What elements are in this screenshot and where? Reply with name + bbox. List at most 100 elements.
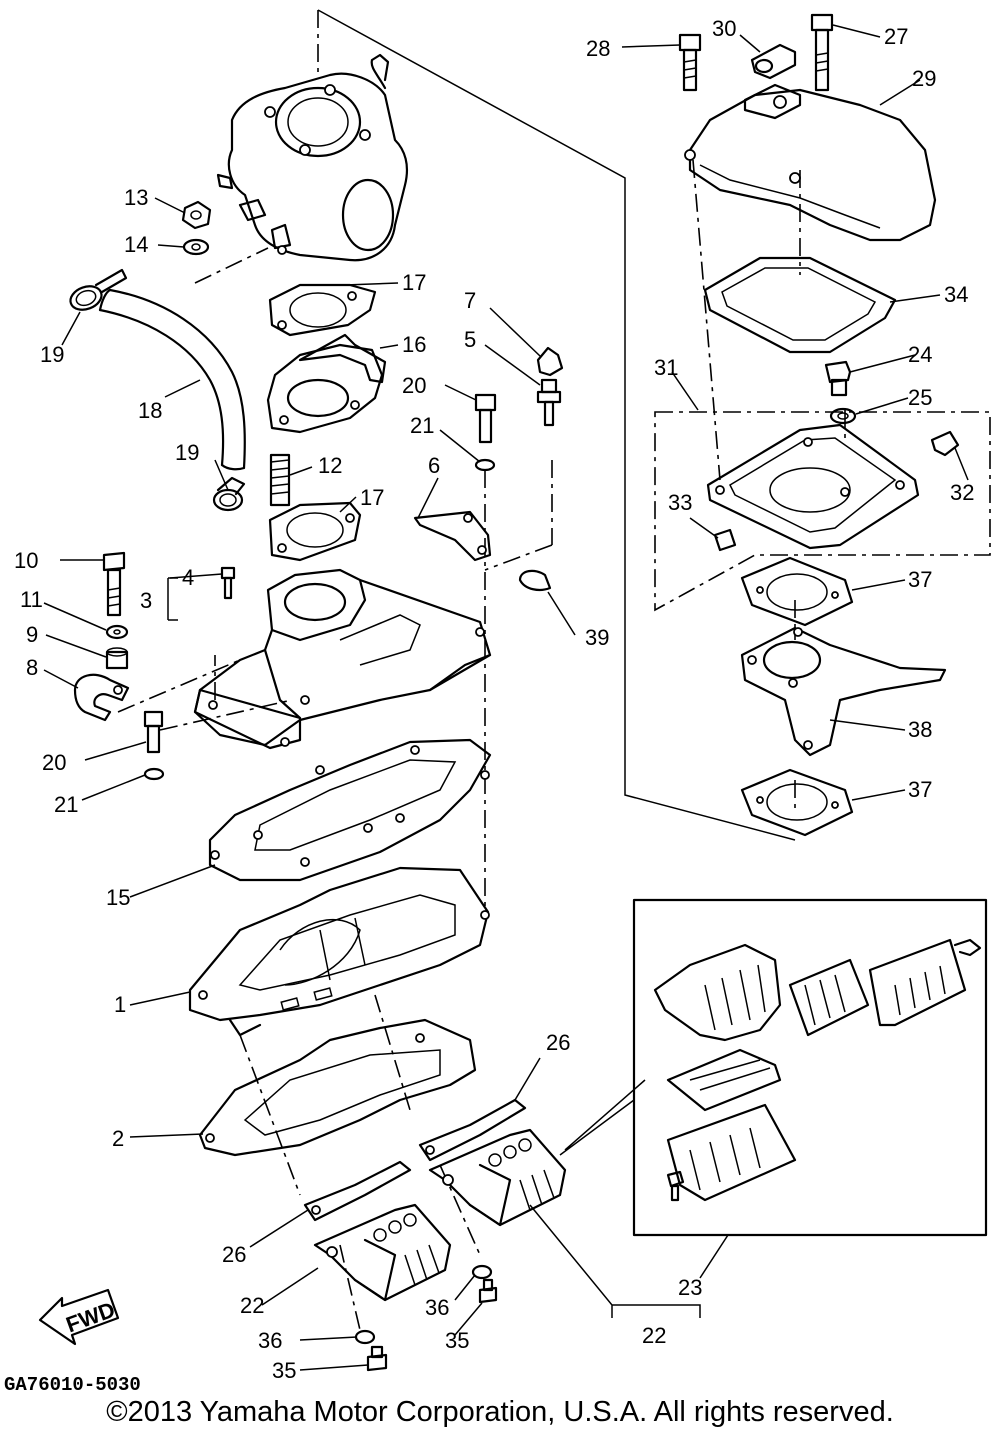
fitting-32 [930,430,960,457]
callout-18: 18 [138,398,162,423]
callout-25: 25 [908,385,932,410]
gasket-37-upper [740,556,854,627]
callout-35-left: 35 [272,1358,296,1383]
intake-manifold-3 [193,568,492,750]
plate-1 [188,866,490,1037]
bolt-28 [678,33,702,92]
callout-5: 5 [464,327,476,352]
callout-36-left: 36 [258,1328,282,1353]
leader-lines [43,24,969,1371]
nut-13 [181,200,212,230]
gasket-17-upper [268,283,377,337]
cap-30 [750,43,797,80]
callout-37-lower: 37 [908,777,932,802]
gasket-34 [703,256,897,354]
gasket-37-lower [740,768,854,837]
gasket-15 [208,738,492,882]
callout-35-right: 35 [445,1328,469,1353]
sensor-5 [536,378,562,427]
washer-21-lower [143,767,165,781]
clip-39 [518,569,552,591]
callout-19-upper: 19 [40,342,64,367]
callout-38: 38 [908,717,932,742]
clamp-8 [73,673,130,722]
washer-21-upper [474,458,496,472]
cover-29 [684,83,937,242]
bolt-10 [102,551,126,617]
callout-30: 30 [712,16,736,41]
callout-32: 32 [950,480,974,505]
carburetor-body [216,53,409,262]
reed-valve-22-right [428,1128,567,1227]
washer-36-right [471,1264,493,1280]
washer-11 [105,624,129,640]
washer-36-left [354,1329,376,1345]
stud-12 [269,453,291,507]
callout-26-left: 26 [222,1242,246,1267]
assembly-31 [654,411,991,612]
callout-27: 27 [884,24,908,49]
callout-37-upper: 37 [908,567,932,592]
callout-22-right: 22 [642,1323,666,1348]
fwd-arrow-icon: FWD [38,1288,120,1346]
callout-21-lower: 21 [54,792,78,817]
collar-9 [105,647,129,670]
callout-20-lower: 20 [42,750,66,775]
copyright-notice: ©2013 Yamaha Motor Corporation, U.S.A. A… [106,1396,894,1428]
callout-13: 13 [124,185,148,210]
hose-clamp-19-lower [212,476,246,512]
bracket-38 [740,626,947,757]
washer-14 [182,238,210,256]
callout-3: 3 [140,588,152,613]
callout-labels: 13 14 17 16 19 18 19 1 2 17 7 5 20 21 6 1… [14,16,974,1383]
callout-4: 4 [182,565,194,590]
callout-11: 11 [20,587,43,612]
bracket-6 [413,510,492,562]
screw-35-left [366,1345,388,1372]
bolt-24 [824,360,852,397]
callout-28: 28 [586,36,610,61]
gasket-26-right [418,1098,527,1162]
gasket-2 [198,1018,477,1157]
callout-31: 31 [654,355,678,380]
callout-20-upper: 20 [402,373,426,398]
callout-1: 1 [114,992,126,1017]
callout-8: 8 [26,655,38,680]
cap-7 [536,346,564,377]
hose-clamp-19-upper [69,268,128,311]
callout-34: 34 [944,282,968,307]
reed-valve-22-left [313,1203,452,1302]
drawing-code: GA76010-5030 [4,1374,141,1396]
bolt-20-upper [474,393,497,444]
bolt-4 [220,566,236,600]
washer-25 [829,407,857,425]
callout-29: 29 [912,66,936,91]
detail-box-23 [559,898,988,1237]
callout-2: 2 [112,1126,124,1151]
callout-15: 15 [106,885,130,910]
callout-17-lower: 17 [360,485,384,510]
callout-26-right: 26 [546,1030,570,1055]
bolt-27 [810,13,834,92]
bolt-20-lower [143,710,164,754]
callout-21-upper: 21 [410,413,434,438]
gasket-26-left [303,1160,412,1222]
gasket-17-lower [268,501,362,562]
callout-14: 14 [124,232,148,257]
callout-36-right: 36 [425,1295,449,1320]
callout-24: 24 [908,342,932,367]
screw-35-right [478,1278,498,1304]
bracket-16 [266,333,387,434]
callout-7: 7 [464,288,476,313]
callout-9: 9 [26,622,38,647]
callout-10: 10 [14,548,38,573]
callout-16: 16 [402,332,426,357]
callout-22-left: 22 [240,1293,264,1318]
hose-18 [98,288,246,471]
callout-6: 6 [428,453,440,478]
callout-17-upper: 17 [402,270,426,295]
callout-19-lower: 19 [175,440,199,465]
callout-33: 33 [668,490,692,515]
callout-39: 39 [585,625,609,650]
